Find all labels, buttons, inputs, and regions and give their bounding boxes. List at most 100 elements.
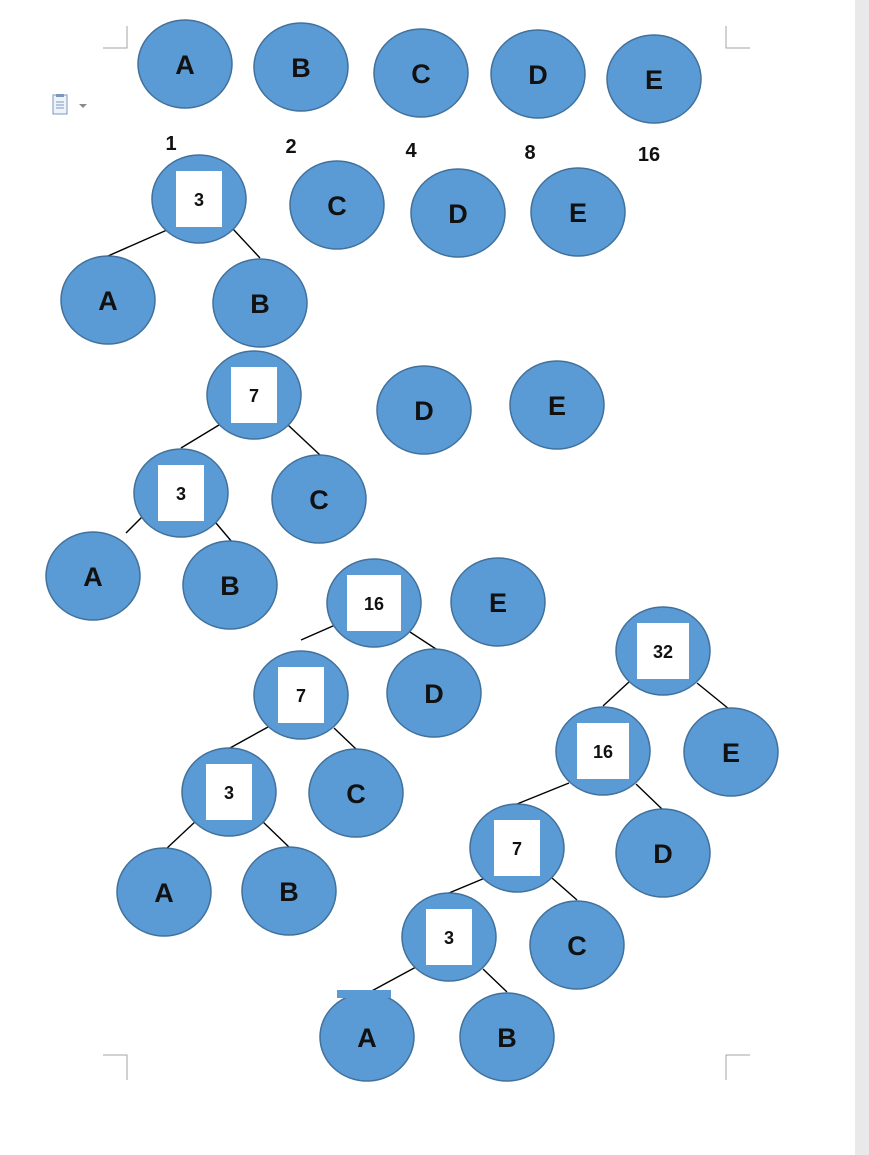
node-label: D bbox=[653, 839, 673, 869]
node-circle bbox=[459, 992, 555, 1082]
node-label: D bbox=[414, 396, 434, 426]
node-label: C bbox=[309, 485, 329, 515]
leaf-node-c: C bbox=[289, 160, 385, 250]
node-label: A bbox=[83, 562, 103, 592]
leaf-node-b: B bbox=[212, 258, 308, 348]
weight-label-e: 16 bbox=[638, 144, 660, 166]
tree-edge bbox=[261, 820, 291, 849]
tree-edge bbox=[180, 424, 220, 449]
tree-edge bbox=[232, 228, 261, 259]
weight-value: 7 bbox=[512, 839, 522, 859]
weight-value: 7 bbox=[296, 686, 306, 706]
internal-node-16: 16 bbox=[326, 558, 422, 648]
internal-node-7: 7 bbox=[469, 803, 565, 893]
weight-box bbox=[426, 909, 472, 965]
node-label: D bbox=[448, 199, 468, 229]
node-label: E bbox=[569, 198, 587, 228]
leaf-node-d: D bbox=[410, 168, 506, 258]
node-circle bbox=[386, 648, 482, 738]
node-circle bbox=[450, 557, 546, 647]
weight-value: 32 bbox=[653, 642, 673, 662]
node-circle bbox=[490, 29, 586, 119]
node-label: E bbox=[548, 391, 566, 421]
weight-label-b: 2 bbox=[285, 136, 296, 158]
leaf-node-d: D bbox=[376, 365, 472, 455]
node-circle bbox=[373, 28, 469, 118]
leaf-node-d: D bbox=[615, 808, 711, 898]
leaf-node-e: E bbox=[450, 557, 546, 647]
tree-edges bbox=[107, 228, 730, 994]
node-label: A bbox=[98, 286, 118, 316]
leaf-node-a: A bbox=[116, 847, 212, 937]
weight-box bbox=[347, 575, 401, 631]
node-circle bbox=[45, 531, 141, 621]
node-circle bbox=[308, 748, 404, 838]
leaf-node-b: B bbox=[459, 992, 555, 1082]
node-circle bbox=[116, 847, 212, 937]
leaf-node-a: A bbox=[45, 531, 141, 621]
node-circle bbox=[60, 255, 156, 345]
node-circle bbox=[289, 160, 385, 250]
leaf-node-e: E bbox=[530, 167, 626, 257]
node-circle bbox=[271, 454, 367, 544]
node-label: C bbox=[411, 59, 431, 89]
node-circle bbox=[529, 900, 625, 990]
weight-box bbox=[231, 367, 277, 423]
node-circle bbox=[241, 846, 337, 936]
node-circle bbox=[410, 168, 506, 258]
paste-options-icon[interactable] bbox=[50, 94, 92, 116]
leaf-node-a: A bbox=[137, 19, 233, 109]
weight-value: 3 bbox=[194, 190, 204, 210]
leaf-node-e: E bbox=[509, 360, 605, 450]
node-circle bbox=[376, 365, 472, 455]
internal-node-7: 7 bbox=[253, 650, 349, 740]
tree-edge bbox=[551, 877, 578, 901]
internal-node-3: 3 bbox=[151, 154, 247, 244]
node-label: A bbox=[357, 1023, 377, 1053]
node-circle bbox=[606, 34, 702, 124]
node-label: D bbox=[424, 679, 444, 709]
weight-label-c: 4 bbox=[405, 140, 417, 162]
internal-node-3: 3 bbox=[133, 448, 229, 538]
leaf-node-c: C bbox=[271, 454, 367, 544]
tree-edge bbox=[635, 783, 664, 811]
scrollbar-track[interactable] bbox=[855, 0, 869, 1155]
tree-edge bbox=[333, 727, 357, 750]
weight-box bbox=[577, 723, 629, 779]
tree-edge bbox=[696, 682, 730, 710]
tree-edge bbox=[215, 522, 233, 543]
node-label: A bbox=[154, 878, 174, 908]
node-label: B bbox=[250, 289, 270, 319]
weight-label-a: 1 bbox=[165, 133, 176, 155]
weight-box bbox=[494, 820, 540, 876]
node-circle bbox=[530, 167, 626, 257]
leaf-node-c: C bbox=[529, 900, 625, 990]
weight-value: 3 bbox=[224, 783, 234, 803]
node-label: B bbox=[497, 1023, 517, 1053]
tree-edge bbox=[367, 966, 417, 994]
weight-box bbox=[176, 171, 222, 227]
node-label: B bbox=[279, 877, 299, 907]
leaf-node-c: C bbox=[308, 748, 404, 838]
node-label: B bbox=[220, 571, 240, 601]
weight-value: 7 bbox=[249, 386, 259, 406]
internal-node-3: 3 bbox=[181, 747, 277, 837]
tree-edge bbox=[287, 424, 321, 456]
leaf-node-c: C bbox=[373, 28, 469, 118]
node-label: E bbox=[722, 738, 740, 768]
node-label: E bbox=[489, 588, 507, 618]
tree-edge bbox=[602, 680, 631, 707]
node-label: E bbox=[645, 65, 663, 95]
tree-edge bbox=[448, 877, 486, 894]
node-circle bbox=[182, 540, 278, 630]
leaf-node-d: D bbox=[386, 648, 482, 738]
tree-edge bbox=[107, 229, 168, 257]
leaf-node-a: A bbox=[60, 255, 156, 345]
weight-label-d: 8 bbox=[524, 142, 535, 164]
weight-box bbox=[158, 465, 204, 521]
tree-edge bbox=[229, 726, 269, 749]
node-circle bbox=[253, 22, 349, 112]
tree-edge bbox=[516, 782, 570, 805]
weight-labels: 1 2 4 8 16 bbox=[165, 133, 660, 166]
